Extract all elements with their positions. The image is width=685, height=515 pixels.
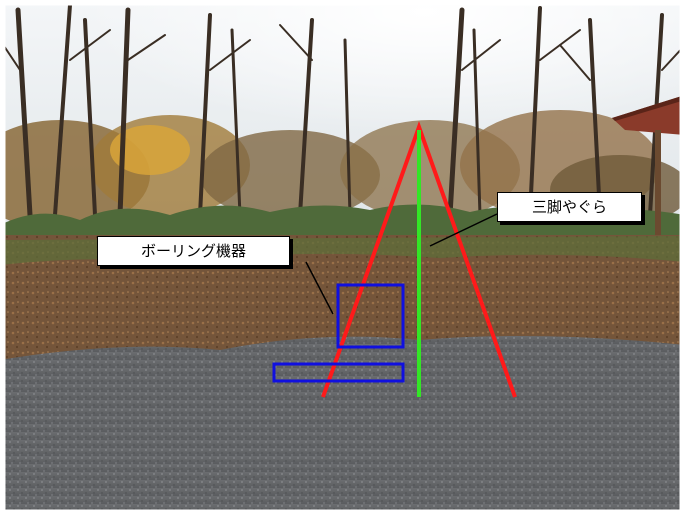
building-roof: [612, 95, 685, 285]
leader-line-tripod: [429, 213, 498, 247]
leader-line-boring: [305, 261, 334, 315]
tripod-label: 三脚やぐら: [497, 192, 642, 222]
boring-base-box: [272, 362, 405, 383]
gravel-ground: [0, 336, 685, 515]
boring-equipment-label: ボーリング機器: [97, 236, 290, 266]
tripod-legs: [321, 121, 517, 398]
boring-machine-box: [336, 283, 405, 349]
tripod-overlay: [321, 121, 517, 398]
